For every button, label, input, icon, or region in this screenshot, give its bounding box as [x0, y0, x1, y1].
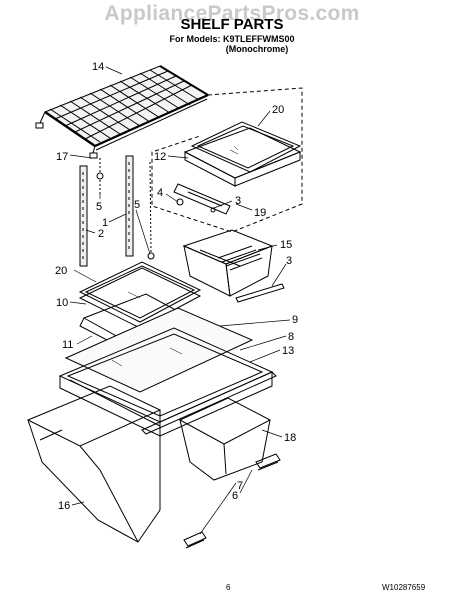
- callout-3-upper: 3: [235, 195, 241, 207]
- callout-18: 18: [284, 432, 296, 444]
- glass-shelf-upper: [190, 121, 302, 173]
- callout-labels: 14 20 12 17 4 3 5 5 1 2 19 15 20 3 10 9 …: [55, 61, 298, 512]
- callout-5-left: 5: [96, 201, 102, 213]
- callout-6: 6: [232, 490, 238, 502]
- callout-2: 2: [98, 228, 104, 240]
- callout-16: 16: [58, 500, 70, 512]
- crisper-drawers: [26, 385, 272, 543]
- slide-bracket: [173, 183, 231, 215]
- wire-shelf: [35, 65, 210, 159]
- callout-3-lower: 3: [286, 255, 292, 267]
- callout-11: 11: [62, 339, 73, 351]
- shelf-rails: [79, 155, 155, 267]
- callout-20-lower: 20: [55, 265, 67, 277]
- callout-20-upper: 20: [272, 104, 284, 116]
- page-title: SHELF PARTS: [180, 16, 284, 33]
- model-subtitle: For Models: K9TLEFFWMS00: [169, 34, 295, 44]
- leader-lines: [69, 66, 291, 535]
- callout-13: 13: [282, 345, 294, 357]
- callout-8: 8: [288, 331, 294, 343]
- glass-shelf-lower: [78, 261, 202, 329]
- shelf-frame: [183, 127, 302, 187]
- callout-9: 9: [292, 314, 298, 326]
- callout-1: 1: [102, 217, 108, 229]
- variant-subtitle: (Monochrome): [225, 44, 289, 54]
- callout-5-right: 5: [134, 199, 140, 211]
- crisper-cover-glass: [64, 307, 254, 393]
- callout-7: 7: [237, 480, 243, 492]
- drawer-guides: [183, 453, 281, 549]
- callout-4: 4: [157, 187, 163, 199]
- crisper-drawer: [182, 229, 274, 297]
- callout-12: 12: [154, 151, 166, 163]
- callout-10: 10: [56, 297, 68, 309]
- callout-17: 17: [56, 151, 68, 163]
- callout-14: 14: [92, 61, 104, 73]
- page-number: 6: [226, 583, 231, 592]
- crisper-cover-frame: [58, 327, 277, 437]
- callout-19: 19: [254, 207, 266, 219]
- watermark: AppliancePartsPros.com: [104, 2, 360, 25]
- assembly-outline: [151, 87, 303, 233]
- document-number: W10287659: [382, 583, 426, 592]
- drawer-slide: [235, 283, 285, 303]
- callout-15: 15: [280, 239, 292, 251]
